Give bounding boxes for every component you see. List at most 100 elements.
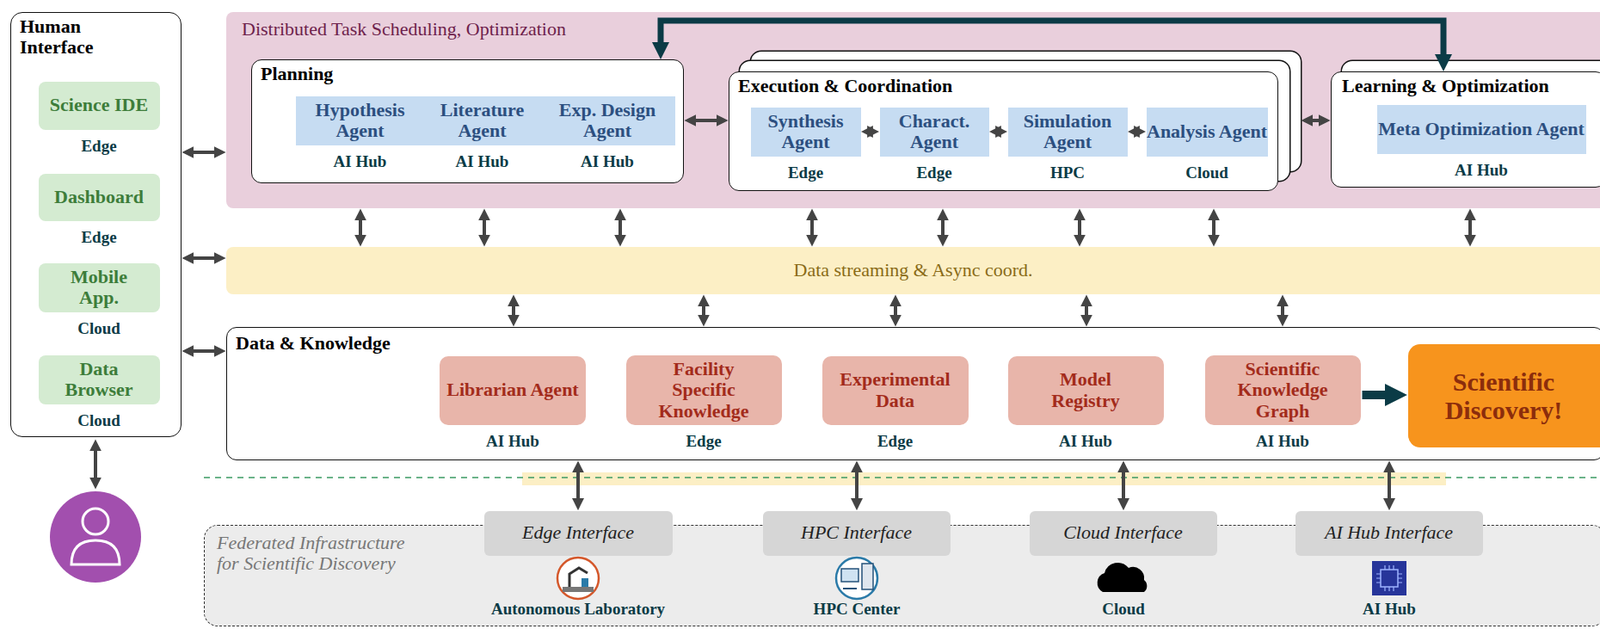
data-box: Librarian AgentAI Hub: [439, 356, 586, 425]
location-label: AI Hub: [486, 431, 540, 450]
connector-arrow: [186, 150, 222, 154]
group-box: Execution & CoordinationSynthesis AgentE…: [728, 71, 1279, 191]
connector-arrow: [1084, 299, 1089, 322]
node-label: Scientific Discovery!: [1430, 367, 1577, 425]
node-label: Model Registry: [1029, 369, 1142, 411]
agent-box: Synthesis AgentEdge: [750, 107, 862, 157]
node-label: Experimental Data: [839, 369, 952, 411]
user-arrow: [93, 443, 98, 485]
node-label: Data Browser: [51, 358, 147, 400]
node-label: Literature Agent: [417, 99, 548, 142]
node-label: Analysis Agent: [1146, 121, 1268, 142]
connector-arrow: [941, 213, 945, 242]
band: Distributed Task Scheduling, Optimizatio…: [226, 12, 1600, 209]
location-label: Cloud: [1185, 163, 1229, 182]
node-label: Exp. Design Agent: [540, 99, 676, 142]
lab-icon: [557, 557, 599, 599]
connector-arrow: [186, 256, 222, 260]
node-label: Synthesis Agent: [750, 110, 862, 153]
connector-arrow: [186, 349, 222, 353]
location-label: Cloud: [77, 319, 121, 338]
location-holder: AI Hub: [383, 429, 642, 452]
hpc-icon: [836, 557, 878, 599]
group-title: Planning: [260, 63, 684, 85]
interface-box: HPC Interface: [763, 510, 951, 556]
interface-box: Science IDEEdge: [38, 81, 160, 130]
location-holder: Edge: [805, 160, 1064, 184]
connector-arrow: [701, 299, 706, 322]
location-label: AI Hub: [1058, 431, 1113, 450]
node-label: Science IDE: [49, 94, 148, 116]
location-holder: Edge: [676, 160, 936, 184]
node-label: Charact. Agent: [880, 110, 990, 153]
connector-arrow: [994, 129, 1004, 134]
location-label: AI Hub: [1454, 160, 1508, 179]
hpc-monitor: [841, 568, 859, 582]
hpc-tower: [861, 563, 874, 590]
cloud-icon: [1097, 562, 1148, 592]
group-title: Execution & Coordination: [738, 75, 1278, 97]
location-label: Edge: [877, 431, 913, 450]
location-holder: Cloud: [1077, 160, 1336, 184]
location-label: Edge: [685, 431, 721, 450]
connector-arrow: [511, 299, 516, 322]
data-box: Facility Specific KnowledgeEdge: [626, 355, 782, 425]
group-title: Distributed Task Scheduling, Optimizatio…: [241, 18, 1600, 40]
connector-arrow: [1468, 213, 1472, 242]
location-label: Cloud: [77, 411, 121, 430]
location-label: AI Hub: [455, 152, 510, 171]
location-label: HPC: [1050, 163, 1085, 182]
location-holder: AI Hub: [1352, 158, 1600, 181]
data-box: Experimental DataEdge: [822, 356, 969, 425]
location-holder: AI Hub: [231, 149, 490, 173]
connector-arrow: [1121, 465, 1126, 506]
icon-caption-holder: HPC Center: [727, 600, 986, 619]
location-holder: Edge: [574, 429, 833, 452]
location-label: AI Hub: [580, 152, 634, 171]
ai-hub-icon: [1372, 560, 1407, 596]
interface-box: DashboardEdge: [38, 173, 160, 222]
connector-arrow: [1132, 129, 1142, 134]
lab-bench: [562, 586, 594, 592]
panel: Human InterfaceScience IDEEdgeDashboardE…: [10, 12, 182, 437]
node-label: Scientific Knowledge Graph: [1226, 358, 1339, 422]
node-label: Meta Optimization Agent: [1378, 118, 1585, 140]
connector-arrow: [689, 118, 724, 123]
agent-box: Simulation AgentHPC: [1008, 107, 1128, 157]
icon-caption-holder: AI Hub: [1260, 600, 1519, 619]
interface-bus-strip: [522, 472, 1447, 486]
agent-box: Literature AgentAI Hub: [417, 96, 548, 146]
user-head: [82, 508, 109, 535]
lab-sample: [581, 578, 589, 587]
connector-arrow: [1077, 213, 1082, 242]
icon-caption: HPC Center: [813, 599, 901, 618]
icon-caption-holder: Autonomous Laboratory: [449, 600, 708, 619]
connector-arrow: [1212, 213, 1216, 242]
group-title: Human Interface: [19, 16, 115, 58]
agent-box: Meta Optimization AgentAI Hub: [1377, 104, 1587, 154]
interface-box: Data BrowserCloud: [38, 355, 160, 405]
location-holder: AI Hub: [353, 149, 612, 173]
agent-box: Hypothesis AgentAI Hub: [295, 96, 425, 146]
location-label: Edge: [916, 163, 952, 182]
connector-arrow: [893, 299, 898, 322]
group-title: Learning & Optimization: [1341, 75, 1600, 97]
hpc-stand: [843, 587, 857, 590]
location-holder: Cloud: [0, 408, 228, 431]
node-label: Facility Specific Knowledge: [652, 358, 756, 422]
node-label: Mobile App.: [51, 266, 147, 308]
agent-box: Analysis AgentCloud: [1146, 107, 1268, 157]
node-label: Data streaming & Async coord.: [793, 259, 1034, 281]
connector-arrow: [1362, 390, 1399, 400]
connector-arrow: [1280, 299, 1285, 322]
location-label: Edge: [80, 227, 117, 247]
agent-box: Charact. AgentEdge: [880, 107, 990, 157]
connector-arrow: [358, 213, 363, 242]
interface-box: Edge Interface: [484, 510, 673, 556]
node-label: Dashboard: [54, 186, 144, 208]
connector-arrow: [576, 465, 580, 506]
ai-chip-pins: [1376, 565, 1403, 591]
node-label: Hypothesis Agent: [295, 99, 425, 142]
location-label: AI Hub: [1255, 431, 1310, 450]
